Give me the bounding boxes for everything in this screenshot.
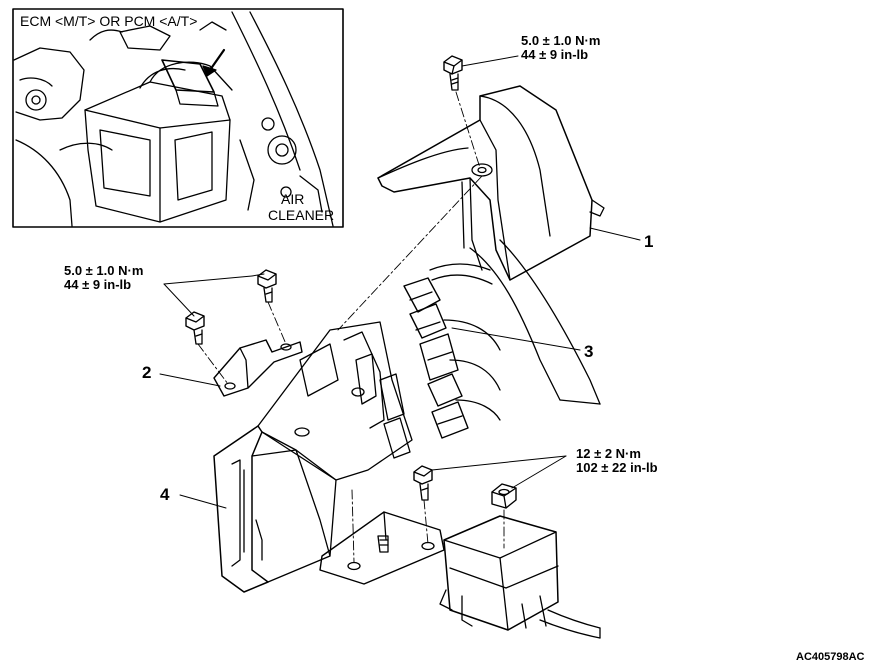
inset-title: ECM <M/T> OR PCM <A/T> bbox=[20, 13, 198, 29]
part-3-connectors bbox=[403, 239, 601, 439]
part-1-cover bbox=[377, 85, 605, 281]
bracket-bolt-upper bbox=[257, 269, 277, 303]
leader-lines bbox=[159, 55, 641, 509]
figure-code: AC405798AC bbox=[796, 651, 865, 663]
cover-bolt bbox=[443, 55, 463, 91]
cover-bolt-torque-imperial: 44 ± 9 in-lb bbox=[521, 47, 589, 62]
part-4-ecm bbox=[213, 321, 445, 593]
air-cleaner-label-line2: CLEANER bbox=[268, 207, 335, 223]
mount-bolt-torque-metric: 12 ± 2 N·m bbox=[576, 446, 641, 461]
bracket-bolt-torque-metric: 5.0 ± 1.0 N·m bbox=[64, 263, 144, 278]
mount-bolt-torque-imperial: 102 ± 22 in-lb bbox=[576, 460, 658, 475]
bracket-bolt-lower bbox=[185, 311, 205, 345]
inset-engine-bay bbox=[12, 8, 344, 228]
air-cleaner-label-line1: AIR bbox=[281, 191, 305, 207]
cover-bolt-torque-metric: 5.0 ± 1.0 N·m bbox=[521, 33, 601, 48]
part-2-bracket bbox=[213, 339, 303, 397]
callout-3: 3 bbox=[584, 342, 594, 361]
callout-1: 1 bbox=[644, 232, 654, 251]
mount-nut bbox=[491, 483, 517, 509]
callout-4: 4 bbox=[160, 485, 170, 504]
alignment-lines bbox=[197, 91, 505, 563]
bracket-bolt-torque-imperial: 44 ± 9 in-lb bbox=[64, 277, 132, 292]
callout-2: 2 bbox=[142, 363, 152, 382]
relay-box bbox=[439, 515, 601, 639]
mount-bolt bbox=[413, 465, 433, 501]
